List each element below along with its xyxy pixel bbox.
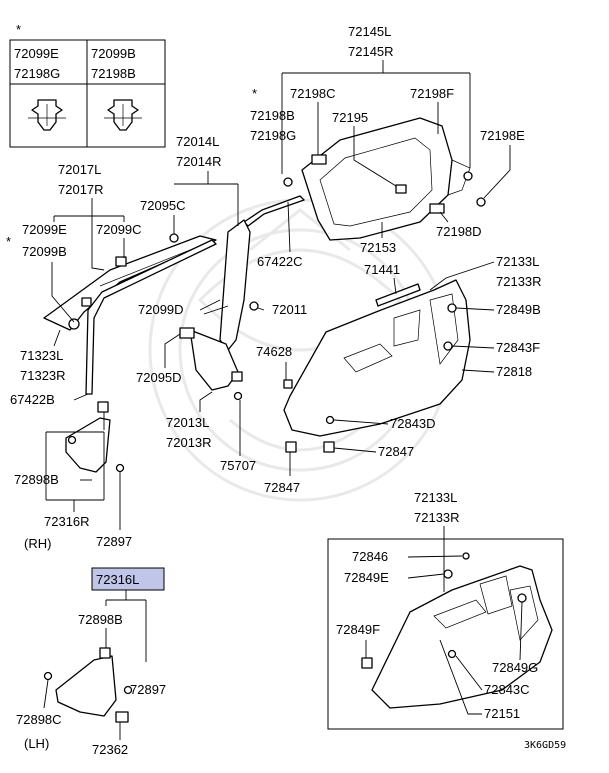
label-72145R: 72145R	[348, 44, 394, 59]
label-72849E: 72849E	[344, 570, 389, 585]
label-74628: 74628	[256, 344, 292, 359]
weatherstrip-67422C	[243, 195, 305, 227]
label-72198D: 72198D	[436, 224, 482, 239]
label-72849G: 72849G	[492, 660, 538, 675]
label-72011: 72011	[272, 302, 307, 317]
label-72898B-lh: 72898B	[78, 612, 123, 627]
label-lh: (LH)	[24, 736, 49, 751]
clip-code-72099E: 72099E	[14, 46, 59, 61]
label-72898C: 72898C	[16, 712, 62, 727]
label-72151: 72151	[484, 706, 520, 721]
label-rh: (RH)	[24, 536, 51, 551]
center-pillar	[179, 219, 251, 401]
label-72133L: 72133L	[496, 254, 539, 269]
label-72095C: 72095C	[140, 198, 186, 213]
label-72843C: 72843C	[484, 682, 530, 697]
label-72897-rh: 72897	[96, 534, 132, 549]
label-72014L: 72014L	[176, 134, 219, 149]
label-72849B: 72849B	[496, 302, 541, 317]
clip-code-72099B: 72099B	[91, 46, 136, 61]
label-67422C: 67422C	[257, 254, 303, 269]
quarter-trim-lower	[283, 279, 471, 453]
quarter-trim-upper	[283, 117, 486, 241]
inset-box	[327, 538, 564, 730]
label-72843D: 72843D	[390, 416, 436, 431]
asterisk-mark: *	[16, 22, 21, 37]
label-72198B: 72198B	[250, 108, 295, 123]
diagram-code: 3K6GD59	[524, 740, 566, 751]
label-72198C: 72198C	[290, 86, 336, 101]
label-72099E: 72099E	[22, 222, 67, 237]
label-72847-a: 72847	[264, 480, 300, 495]
label-72017R: 72017R	[58, 182, 104, 197]
label-72013L: 72013L	[166, 415, 209, 430]
front-pillar	[43, 235, 217, 395]
label-72195: 72195	[332, 110, 368, 125]
label-72133R-inset: 72133R	[414, 510, 460, 525]
inset-trim	[361, 552, 553, 709]
label-72198E: 72198E	[480, 128, 525, 143]
label-72095D: 72095D	[136, 370, 182, 385]
clip-code-72198G: 72198G	[14, 66, 60, 81]
asterisk-mark-2: *	[252, 86, 257, 101]
clip-code-72198B: 72198B	[91, 66, 136, 81]
bracket-lh	[43, 647, 133, 723]
label-72898B-rh: 72898B	[14, 472, 59, 487]
asterisk-mark-3: *	[6, 234, 11, 249]
bracket-rh	[65, 401, 125, 473]
label-72099D: 72099D	[138, 302, 184, 317]
label-72198F: 72198F	[410, 86, 454, 101]
label-72017L: 72017L	[58, 162, 101, 177]
clip-drawing-left	[28, 99, 66, 131]
label-72316L: 72316L	[96, 572, 139, 587]
label-72099B: 72099B	[22, 244, 67, 259]
label-72362: 72362	[92, 742, 128, 757]
label-75707: 75707	[220, 458, 256, 473]
label-72843F: 72843F	[496, 340, 540, 355]
label-72846: 72846	[352, 549, 388, 564]
clip-drawing-right	[104, 99, 142, 131]
label-72818: 72818	[496, 364, 532, 379]
strip-71441	[375, 283, 421, 307]
label-72133L-inset: 72133L	[414, 490, 457, 505]
label-72145L: 72145L	[348, 24, 391, 39]
label-72133R: 72133R	[496, 274, 542, 289]
label-72153: 72153	[360, 240, 396, 255]
label-71441: 71441	[364, 262, 400, 277]
label-72099C: 72099C	[96, 222, 142, 237]
label-71323L: 71323L	[20, 348, 63, 363]
label-67422B: 67422B	[10, 392, 55, 407]
label-72847-b: 72847	[378, 444, 414, 459]
label-72013R: 72013R	[166, 435, 212, 450]
label-72014R: 72014R	[176, 154, 222, 169]
label-72897-lh: 72897	[130, 682, 166, 697]
label-72198G: 72198G	[250, 128, 296, 143]
label-72849F: 72849F	[336, 622, 380, 637]
clip-table: * 72099E 72198G 72099B 72198B	[9, 22, 166, 148]
highlight-72316L	[91, 567, 165, 591]
label-71323R: 71323R	[20, 368, 66, 383]
label-72316R: 72316R	[44, 514, 90, 529]
